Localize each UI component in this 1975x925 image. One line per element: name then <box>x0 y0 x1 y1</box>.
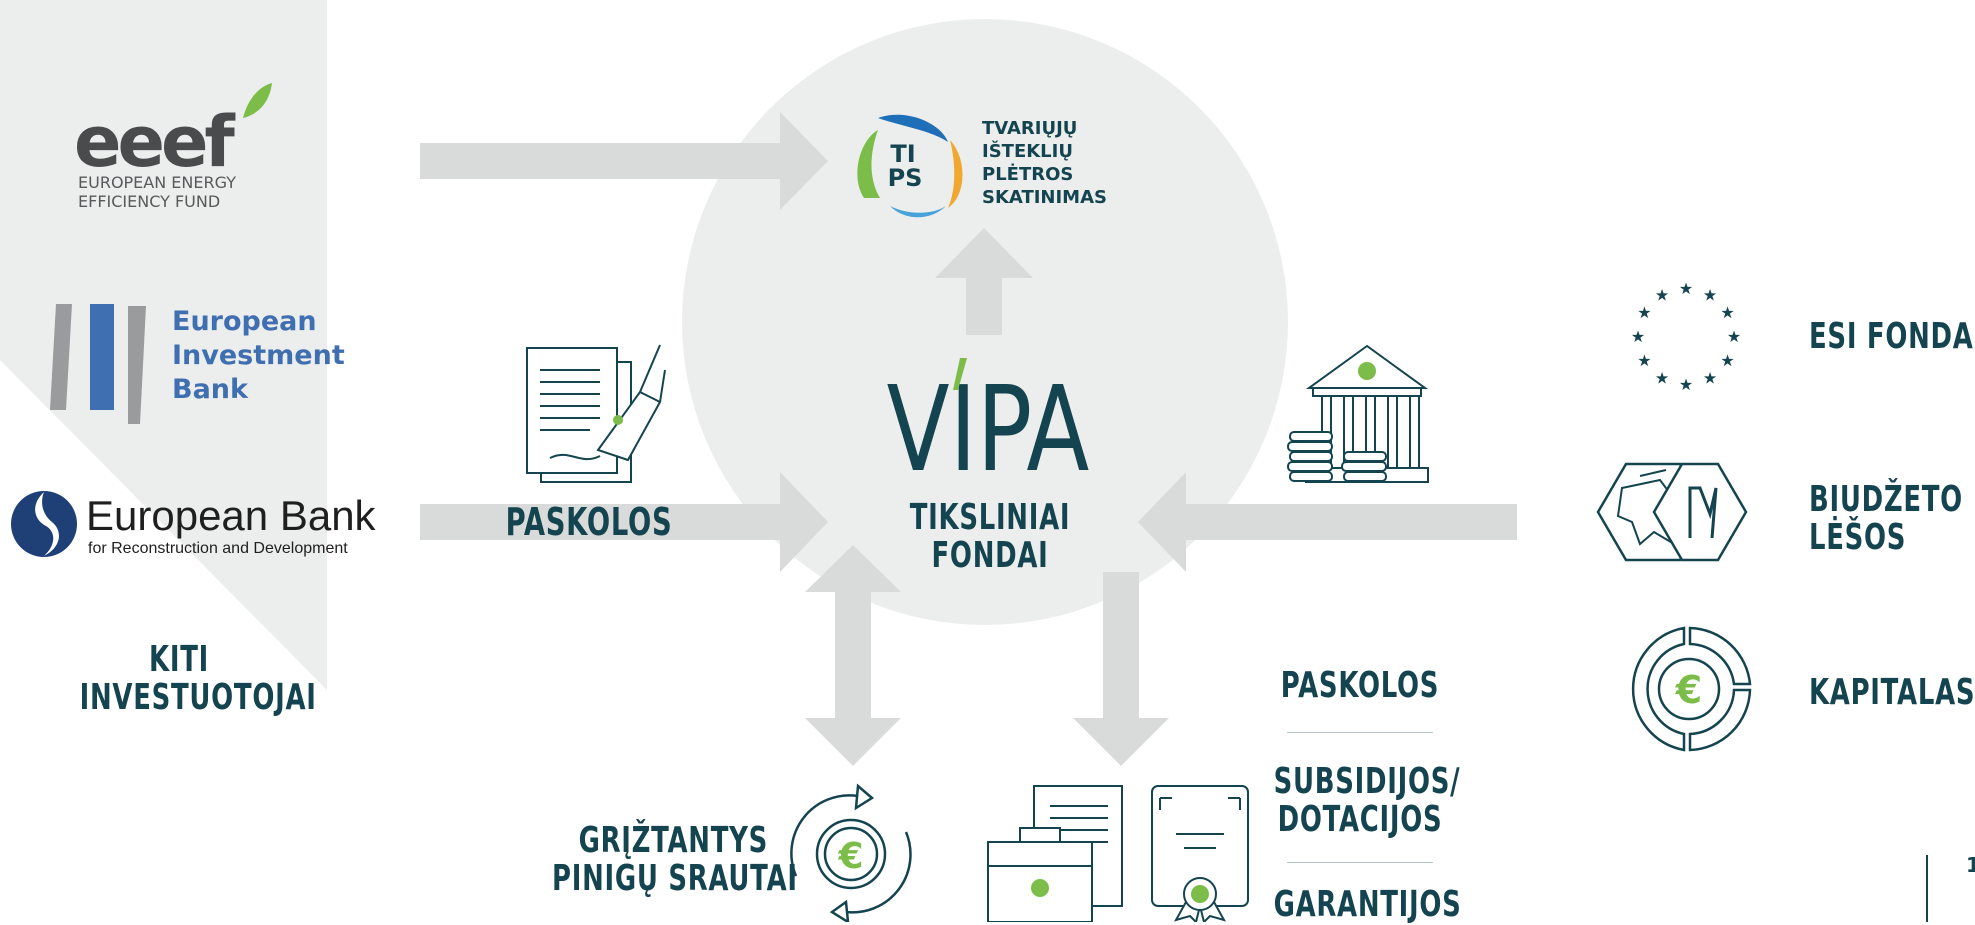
eu-star: ★ <box>1637 303 1651 322</box>
euro-cycle-icon: € <box>790 783 912 922</box>
briefcase-documents-icon <box>987 785 1123 922</box>
returns-line2: PINIGŲ SRAUTAI <box>552 858 798 900</box>
vipa-line2: FONDAI <box>931 535 1049 577</box>
others-line2: INVESTUOTOJAI <box>79 677 317 719</box>
certificate-icon <box>1151 785 1249 922</box>
others-label: KITI INVESTUOTOJAI <box>79 639 317 719</box>
vipa-fund-label: TIKSLINIAI FONDAI <box>904 497 1077 577</box>
arrow-returns-two-way <box>805 545 901 766</box>
vipa-accent <box>953 358 967 390</box>
eu-star: ★ <box>1655 285 1669 304</box>
subsidies-line1: SUBSIDIJOS/ <box>1273 761 1461 802</box>
ministry-m-icon <box>1652 462 1748 562</box>
arrow-vipa-to-tips <box>935 228 1033 335</box>
eu-star: ★ <box>1720 303 1734 322</box>
arrow-vipa-to-products <box>1073 572 1169 766</box>
vipa-wordmark: VIPA <box>887 361 1090 498</box>
eeef-line1: EUROPEAN ENERGY <box>78 173 236 192</box>
products-divider-1 <box>1287 732 1433 733</box>
eib-bar-2 <box>90 304 114 410</box>
capital-label: KAPITALAS <box>1809 672 1975 713</box>
product-loans-label: PASKOLOS <box>1274 665 1447 706</box>
coat-of-arms-icon <box>1596 462 1710 562</box>
eu-star: ★ <box>1655 369 1669 388</box>
loans-in-label: PASKOLOS <box>503 500 676 544</box>
eu-star: ★ <box>1720 351 1734 370</box>
esi-text: ESI FONDAI <box>1809 316 1975 357</box>
tips-line1: TVARIŲJŲ <box>982 118 1077 139</box>
esi-label: ESI FONDAI <box>1809 316 1975 357</box>
products-divider-2 <box>1287 862 1433 863</box>
arrow-funders-to-vipa <box>420 472 828 572</box>
eib-bar-1 <box>50 304 72 410</box>
tips-logo: TI PS TVARIŲJŲ IŠTEKLIŲ PLĖTROS SKATINIM… <box>857 114 1107 218</box>
tips-line2: IŠTEKLIŲ <box>982 140 1073 162</box>
eib-bar-3 <box>128 306 146 424</box>
leaf-icon <box>243 83 272 118</box>
ebrd-line2: for Reconstruction and Development <box>88 540 348 557</box>
eeef-logo: eeef EUROPEAN ENERGY EFFICIENCY FUND <box>74 83 272 211</box>
eeef-wordmark: eeef <box>74 101 236 183</box>
product-loans-text: PASKOLOS <box>1280 665 1440 706</box>
returns-label: GRĮŽTANTYS PINIGŲ SRAUTAI <box>552 820 798 900</box>
product-subsidies-label: SUBSIDIJOS/ DOTACIJOS <box>1273 761 1461 841</box>
tips-line3: PLĖTROS <box>982 163 1073 185</box>
eu-star: ★ <box>1703 285 1717 304</box>
eu-stars-icon: ★★★★★★★★★★★★ <box>1631 279 1741 394</box>
loans-in-text: PASKOLOS <box>505 500 673 544</box>
eu-star: ★ <box>1727 327 1741 346</box>
page-number: 1 <box>1966 853 1975 877</box>
euro-pie-icon: € <box>1631 626 1752 752</box>
ebrd-line1: European Bank <box>86 492 377 539</box>
budget-line1: BIUDŽETO <box>1809 479 1963 520</box>
subsidies-line2: DOTACIJOS <box>1277 799 1443 841</box>
eib-line2: Investment <box>172 340 345 371</box>
arrow-eeef-to-tips <box>420 112 828 210</box>
eib-logo: European Investment Bank <box>50 304 345 424</box>
returns-line1: GRĮŽTANTYS <box>578 820 768 861</box>
eeef-line2: EFFICIENCY FUND <box>78 192 220 211</box>
others-line1: KITI <box>149 639 209 680</box>
eu-star: ★ <box>1679 375 1693 394</box>
funders-panel <box>0 0 327 690</box>
eib-line3: Bank <box>172 374 249 405</box>
bank-building-icon <box>1287 344 1429 483</box>
budget-line2: LĖŠOS <box>1809 517 1907 559</box>
eu-star: ★ <box>1679 279 1693 298</box>
eib-line1: European <box>172 306 317 337</box>
budget-label: BIUDŽETO LĖŠOS <box>1809 479 1963 559</box>
guarantees-text: GARANTIJOS <box>1273 884 1462 925</box>
eu-star: ★ <box>1703 369 1717 388</box>
eu-star: ★ <box>1637 351 1651 370</box>
eu-star: ★ <box>1631 327 1645 346</box>
arrow-sources-to-vipa <box>1138 472 1517 572</box>
svg-text:€: € <box>837 836 863 877</box>
document-pen-icon <box>526 344 666 483</box>
vipa-line1: TIKSLINIAI <box>909 497 1071 538</box>
tips-mark-bottom: PS <box>888 164 923 192</box>
tips-mark-top: TI <box>890 140 915 168</box>
vipa-logo: VIPA <box>887 358 1090 498</box>
product-guarantees-label: GARANTIJOS <box>1273 884 1462 925</box>
ebrd-logo: European Bank for Reconstruction and Dev… <box>11 491 377 557</box>
capital-text: KAPITALAS <box>1809 672 1975 713</box>
tips-line4: SKATINIMAS <box>982 187 1107 208</box>
svg-text:€: € <box>1675 668 1702 712</box>
